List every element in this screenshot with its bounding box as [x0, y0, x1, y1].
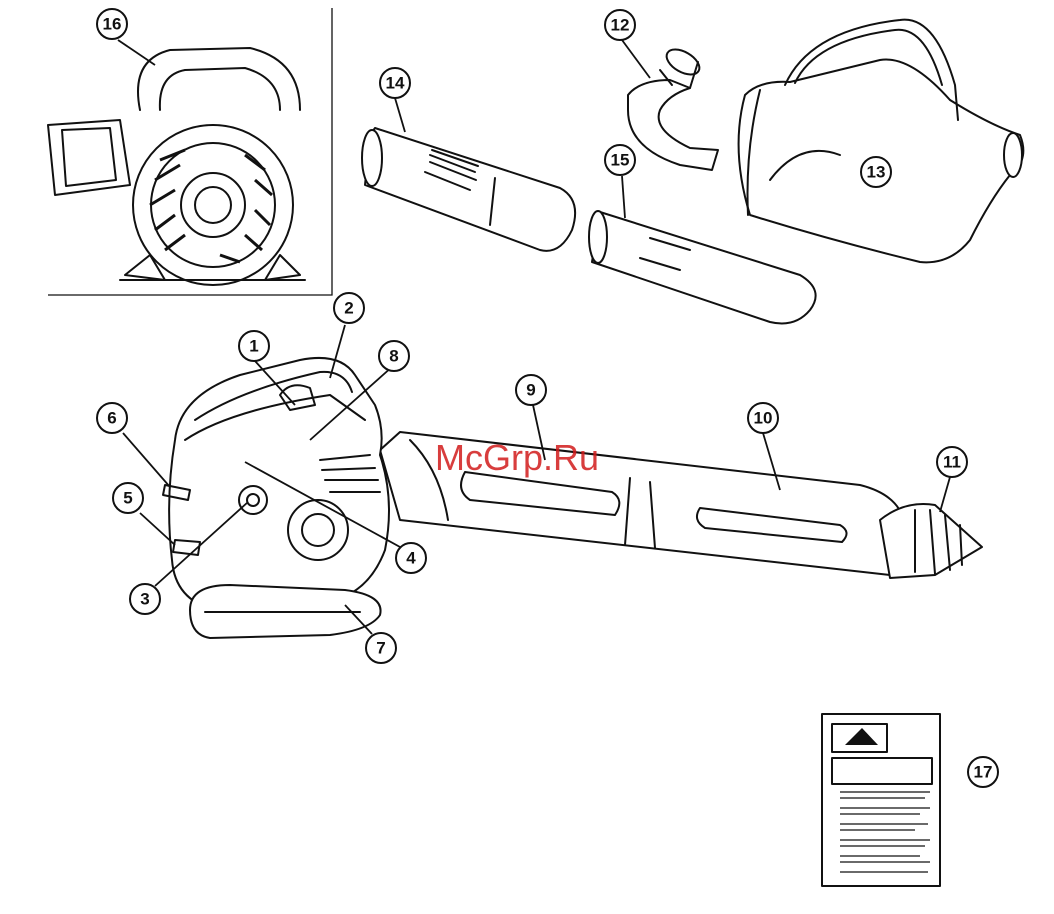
callout-7: 7: [366, 633, 396, 663]
callout-13: 13: [861, 157, 891, 187]
callout-label: 7: [376, 639, 385, 658]
callout-label: 3: [140, 590, 149, 609]
callout-8: 8: [379, 341, 409, 371]
callout-16: 16: [97, 9, 127, 39]
callout-17: 17: [968, 757, 998, 787]
callout-label: 12: [611, 16, 630, 35]
callout-14: 14: [380, 68, 410, 98]
callout-label: 9: [526, 381, 535, 400]
engine-housing-inset: [48, 8, 332, 295]
callout-label: 16: [103, 15, 122, 34]
watermark-text: McGrp.Ru: [435, 437, 599, 478]
callout-5: 5: [113, 483, 143, 513]
callout-label: 14: [386, 74, 405, 93]
callout-label: 2: [344, 299, 353, 318]
blower-tube-part-14: [362, 128, 575, 251]
callout-6: 6: [97, 403, 127, 433]
callout-10: 10: [748, 403, 778, 433]
callout-15: 15: [605, 145, 635, 175]
callout-1: 1: [239, 331, 269, 361]
callout-11: 11: [937, 447, 967, 477]
callout-9: 9: [516, 375, 546, 405]
callout-label: 8: [389, 347, 398, 366]
callout-label: 1: [249, 337, 258, 356]
callout-label: 4: [406, 549, 416, 568]
callout-label: 5: [123, 489, 132, 508]
callout-label: 17: [974, 763, 993, 782]
callout-12: 12: [605, 10, 635, 40]
callout-3: 3: [130, 584, 160, 614]
elbow-nozzle-part-12: [628, 44, 718, 170]
callout-label: 10: [754, 409, 773, 428]
callout-2: 2: [334, 293, 364, 323]
callout-4: 4: [396, 543, 426, 573]
callout-label: 13: [867, 163, 886, 182]
blower-tube-part-15: [589, 211, 816, 324]
callout-label: 15: [611, 151, 630, 170]
callout-label: 6: [107, 409, 116, 428]
vacuum-bag-part-13: [739, 20, 1024, 263]
callout-label: 11: [943, 453, 961, 472]
warning-label-part-17: [822, 714, 940, 886]
blower-main-unit: [163, 358, 982, 638]
